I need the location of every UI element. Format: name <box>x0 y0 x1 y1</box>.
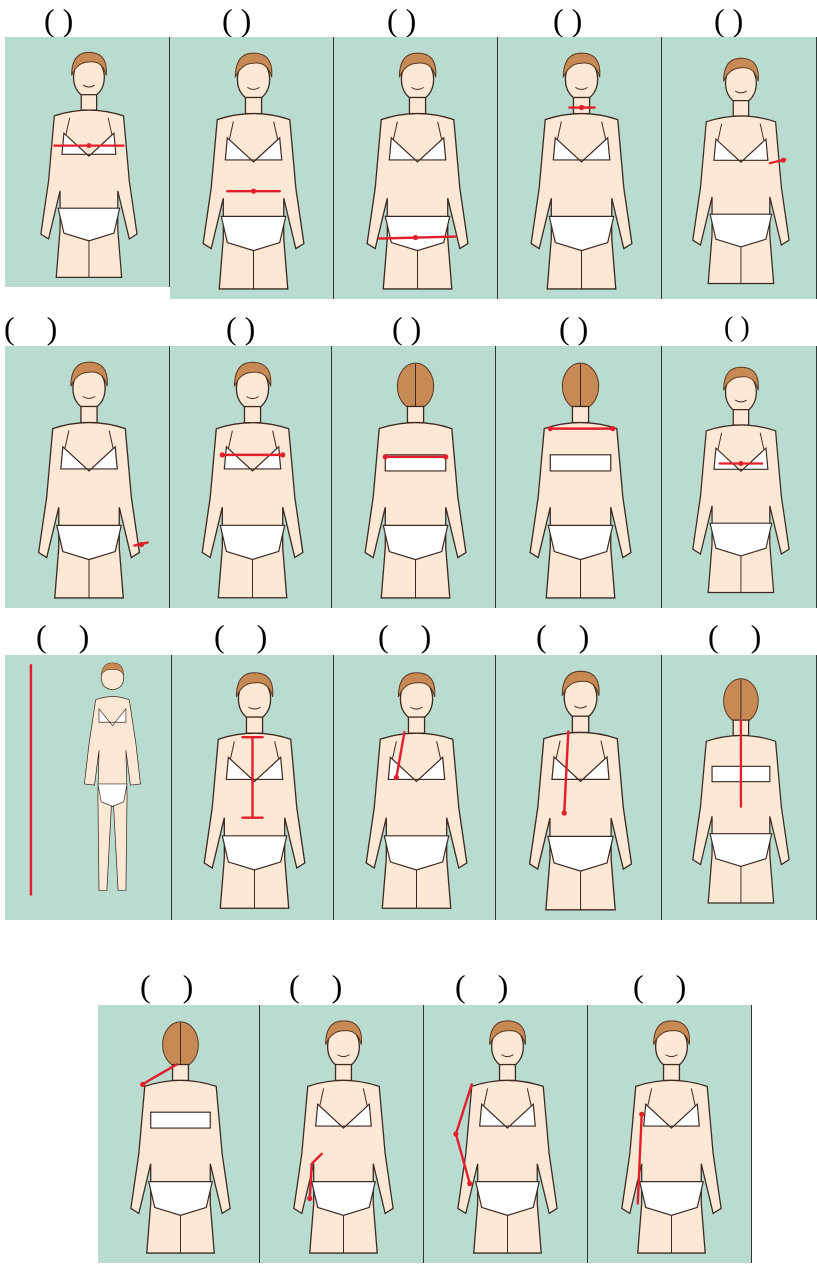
figure-drawing <box>5 655 171 920</box>
figure-drawing <box>588 1005 751 1263</box>
figure-panel-19 <box>588 1005 752 1263</box>
label-6: ( ) <box>4 312 57 344</box>
figure-panel-10 <box>662 346 817 608</box>
figure-panel-1 <box>5 37 170 287</box>
figure-panel-14 <box>496 655 662 920</box>
figure-panel-7 <box>170 346 332 608</box>
figure-drawing <box>260 1005 423 1263</box>
figure-panel-8 <box>332 346 496 608</box>
figure-drawing <box>496 346 661 608</box>
figure-panel-16 <box>98 1005 260 1263</box>
figure-drawing <box>5 346 169 608</box>
label-7: ( ) <box>226 312 255 344</box>
figure-drawing <box>498 37 661 299</box>
figure-drawing <box>662 346 816 608</box>
figure-panel-17 <box>260 1005 424 1263</box>
figure-drawing <box>98 1005 259 1263</box>
label-11: ( ) <box>36 620 89 652</box>
figure-panel-3 <box>334 37 498 299</box>
label-18: ( ) <box>455 970 508 1002</box>
figure-drawing <box>332 346 495 608</box>
figure-panel-13 <box>334 655 496 920</box>
figure-panel-11 <box>5 655 172 920</box>
label-13: ( ) <box>378 620 431 652</box>
figure-panel-15 <box>662 655 817 920</box>
figure-panel-12 <box>172 655 334 920</box>
label-3: ( ) <box>387 4 416 36</box>
label-5: ( ) <box>714 4 743 36</box>
figure-drawing <box>334 655 495 920</box>
figure-panel-4 <box>498 37 662 299</box>
figure-panel-9 <box>496 346 662 608</box>
figure-drawing <box>5 37 169 287</box>
label-19: ( ) <box>633 970 686 1002</box>
figure-drawing <box>662 655 816 920</box>
label-17: ( ) <box>289 970 342 1002</box>
label-8: ( ) <box>392 312 421 344</box>
figure-panel-5 <box>662 37 817 299</box>
figure-drawing <box>172 655 333 920</box>
label-1: ( ) <box>44 4 73 36</box>
figure-drawing <box>334 37 497 299</box>
label-10: ( ) <box>724 312 750 344</box>
figure-panel-18 <box>424 1005 588 1263</box>
label-4: ( ) <box>553 4 582 36</box>
figure-drawing <box>424 1005 587 1263</box>
label-12: ( ) <box>214 620 267 652</box>
figure-panel-2 <box>170 37 334 299</box>
label-16: ( ) <box>140 970 193 1002</box>
figure-drawing <box>662 37 816 299</box>
figure-drawing <box>170 346 331 608</box>
figure-panel-6 <box>5 346 170 608</box>
figure-drawing <box>170 37 333 299</box>
label-14: ( ) <box>536 620 589 652</box>
label-2: ( ) <box>222 4 251 36</box>
label-15: ( ) <box>708 620 761 652</box>
figure-drawing <box>496 655 661 920</box>
label-9: ( ) <box>559 312 588 344</box>
